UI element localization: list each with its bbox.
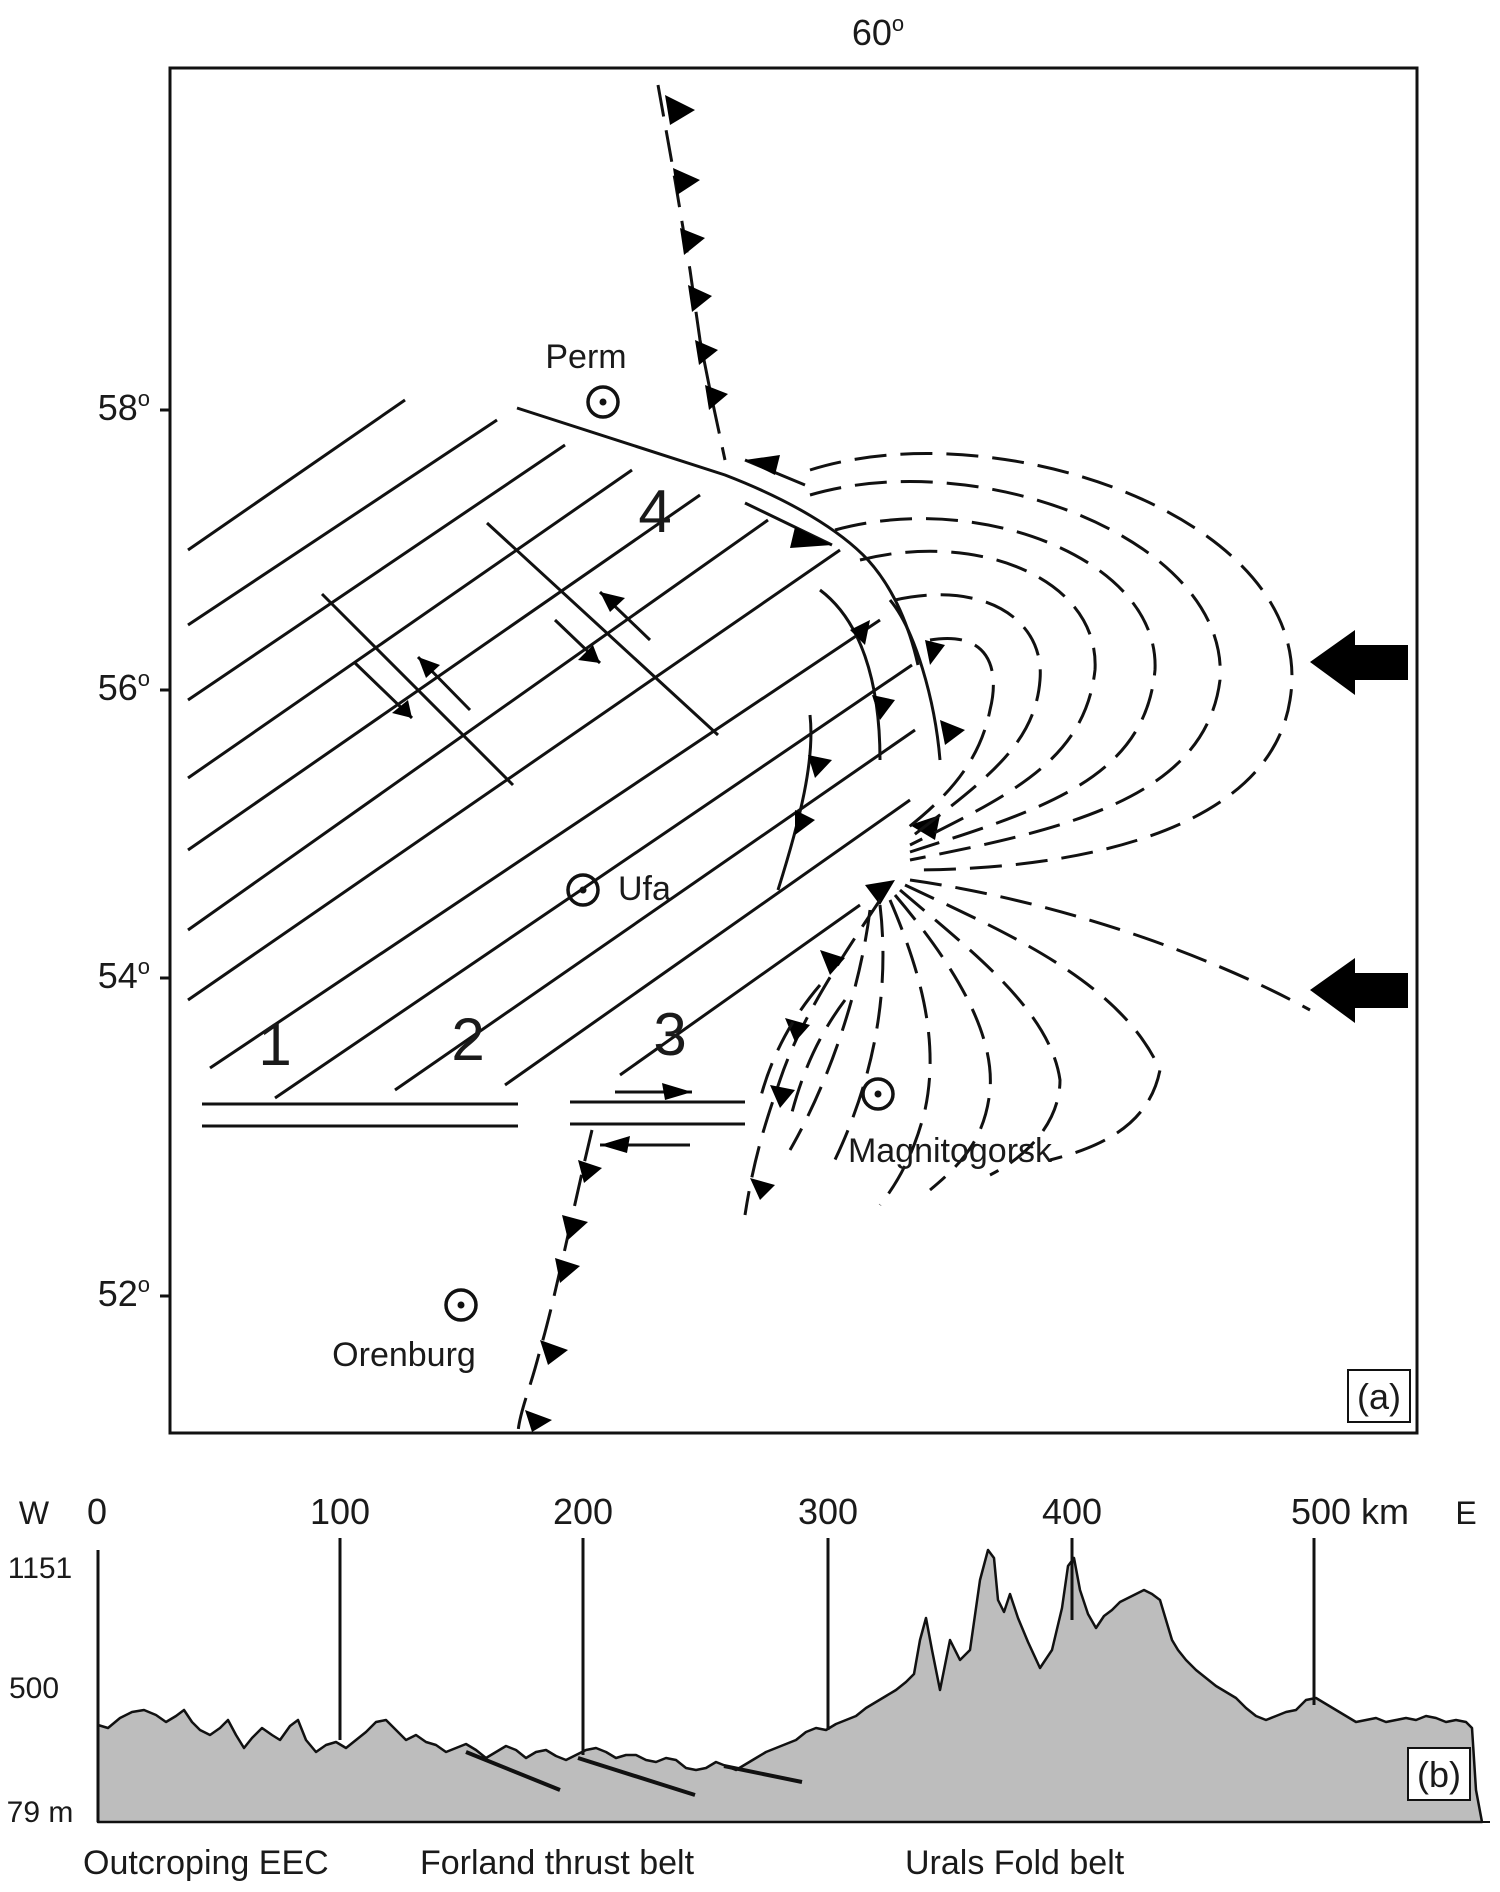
distance-tick-500: 500 km: [1291, 1491, 1409, 1532]
orenburg-marker: [444, 1288, 478, 1322]
zone-dashed-segments: [758, 984, 847, 1121]
lat-label-54: 54o: [98, 954, 150, 996]
city-label-magnitogorsk: Magnitogorsk: [848, 1132, 1053, 1170]
lat-label-56: 56o: [98, 666, 150, 708]
arcuate-fold-traces: [788, 452, 1311, 1206]
convergence-arrow-south: [1310, 958, 1408, 1023]
zone-labels: 1 2 3 4: [258, 478, 686, 1078]
corner-thrusts: [744, 455, 833, 548]
lat-label-52: 52o: [98, 1272, 150, 1314]
distance-tick-0: 0: [87, 1491, 107, 1532]
southern-thrust-front: [516, 1129, 602, 1433]
city-label-orenburg: Orenburg: [332, 1336, 476, 1374]
longitude-label: 60o: [852, 11, 904, 53]
northern-thrust-front: [656, 84, 728, 461]
region-label-forland: Forland thrust belt: [420, 1844, 695, 1882]
distance-tick-300: 300: [798, 1491, 858, 1532]
latitude-axis: 58o 56o 54o 52o: [98, 386, 170, 1314]
city-label-perm: Perm: [545, 338, 626, 376]
profile-panel: W E 0 100 200 300 400 500 km 1151 500 79…: [7, 1491, 1490, 1882]
elevation-tick-1151: 1151: [8, 1552, 73, 1585]
elevation-tick-500: 500: [9, 1672, 59, 1705]
perm-marker: [586, 385, 620, 419]
distance-tick-200: 200: [553, 1491, 613, 1532]
zone-label-2: 2: [451, 1006, 484, 1073]
zone-label-3: 3: [653, 1001, 686, 1068]
terrain-profile: [96, 1548, 1484, 1824]
panel-a-label: (a): [1357, 1376, 1401, 1417]
profile-east-label: E: [1455, 1495, 1476, 1531]
structural-hatching: [187, 398, 916, 1100]
elevation-tick-79: 79 m: [7, 1796, 74, 1829]
ufa-marker: [566, 873, 600, 907]
convergence-arrows: [1310, 630, 1408, 1023]
strike-slip-faults: [202, 1083, 745, 1153]
region-label-urals: Urals Fold belt: [905, 1844, 1125, 1882]
zone-label-1: 1: [258, 1011, 291, 1078]
panel-b-label: (b): [1417, 1754, 1461, 1795]
city-label-ufa: Ufa: [618, 870, 671, 908]
panel-a-box: [1347, 1369, 1411, 1423]
panel-b-box: [1407, 1747, 1471, 1801]
zone-label-4: 4: [638, 478, 671, 545]
transverse-fault-2: [485, 521, 720, 737]
lat-label-58: 58o: [98, 386, 150, 428]
map-frame: [168, 66, 1419, 1435]
distance-tick-100: 100: [310, 1491, 370, 1532]
cities: Perm Ufa Magnitogorsk Orenburg: [332, 338, 1053, 1374]
distance-tick-400: 400: [1042, 1491, 1102, 1532]
map-panel: 60o 58o 56o 54o 52o: [98, 11, 1419, 1435]
inner-thrusts: [776, 588, 895, 891]
distance-gridlines: [338, 1538, 1316, 1755]
region-label-eec: Outcroping EEC: [83, 1844, 329, 1882]
eastern-thrust-front: [743, 599, 965, 1216]
transverse-faults: [320, 521, 720, 787]
convergence-arrow-north: [1310, 630, 1408, 695]
profile-thrust-traces: [465, 1750, 803, 1797]
transverse-fault-1: [320, 592, 515, 787]
magnitogorsk-marker: [861, 1077, 895, 1111]
profile-west-label: W: [19, 1495, 50, 1531]
